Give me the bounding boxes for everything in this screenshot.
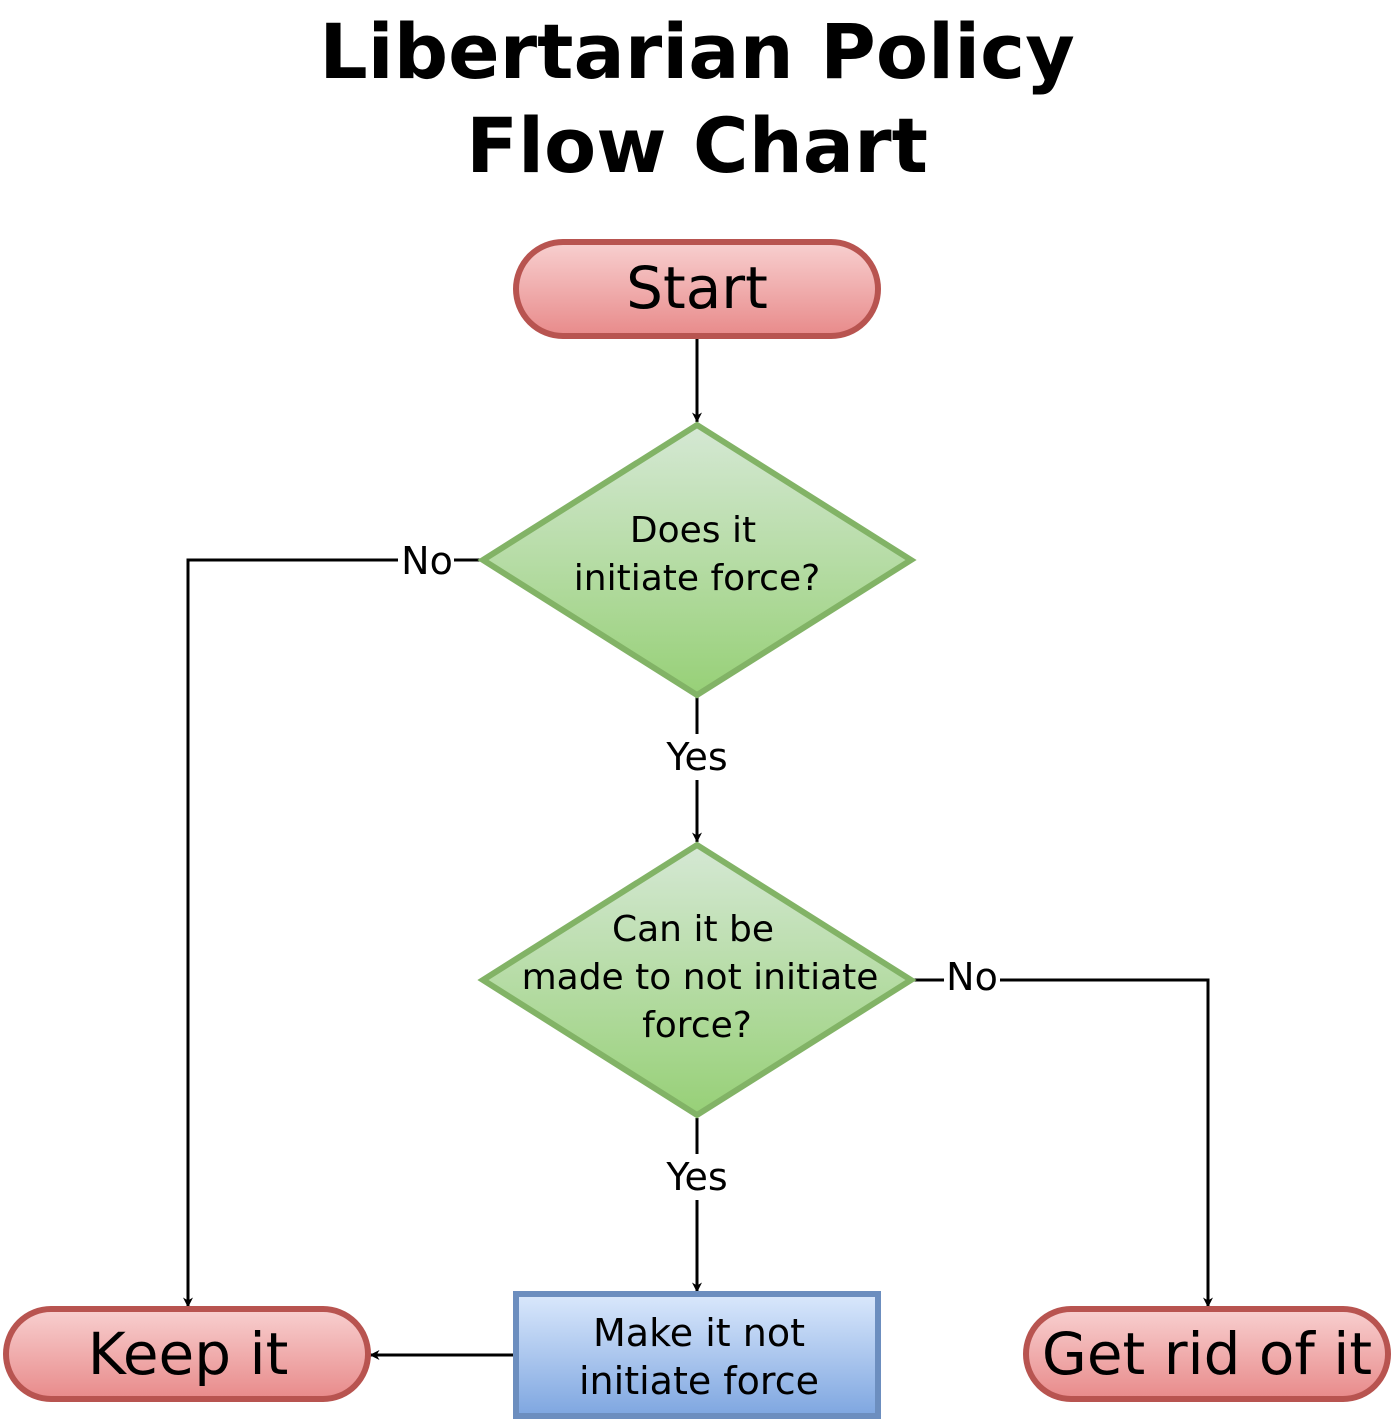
decision1-shape bbox=[477, 421, 917, 699]
edge-label-decision2-no: No bbox=[946, 955, 998, 999]
edge-label-decision2-yes: Yes bbox=[665, 1155, 727, 1199]
decision-made-to-not-initiate: Can it be made to not initiate force? bbox=[477, 841, 917, 1119]
process-shape bbox=[513, 1291, 881, 1419]
get-rid-of-it-node: Get rid of it bbox=[1023, 1306, 1391, 1402]
decision2-shape bbox=[477, 841, 917, 1119]
decision2-label-line2: made to not initiate bbox=[522, 957, 879, 998]
page-title-line2: Flow Chart bbox=[466, 101, 928, 190]
keep-it-label: Keep it bbox=[88, 1320, 289, 1388]
edge-label-bg bbox=[658, 734, 736, 780]
process-make-not-initiate: Make it not initiate force bbox=[513, 1291, 881, 1419]
edge-label-bg bbox=[944, 958, 1000, 1002]
start-shape bbox=[513, 239, 881, 339]
get-rid-label: Get rid of it bbox=[1042, 1320, 1372, 1388]
edge-label-decision1-yes: Yes bbox=[665, 735, 727, 779]
process-label-line2: initiate force bbox=[579, 1359, 819, 1403]
keep-it-shape bbox=[3, 1306, 371, 1402]
get-rid-shape bbox=[1023, 1306, 1391, 1402]
decision2-label-line3: force? bbox=[642, 1005, 752, 1046]
decision1-label-line1: Does it bbox=[630, 510, 756, 551]
decision-initiate-force: Does it initiate force? bbox=[477, 421, 917, 699]
edge-decision1-no bbox=[183, 558, 483, 1308]
decision1-label-line2: initiate force? bbox=[574, 558, 820, 599]
edge-decision2-no bbox=[911, 978, 1213, 1308]
page-title-line1: Libertarian Policy bbox=[319, 7, 1075, 96]
start-node: Start bbox=[513, 239, 881, 339]
edge-label-decision1-no: No bbox=[401, 539, 453, 583]
decision2-label-line1: Can it be bbox=[612, 909, 774, 950]
edge-label-bg bbox=[658, 1154, 736, 1200]
process-label-line1: Make it not bbox=[593, 1311, 805, 1355]
keep-it-node: Keep it bbox=[3, 1306, 371, 1402]
edge-label-bg bbox=[398, 538, 454, 582]
start-label: Start bbox=[626, 254, 768, 322]
